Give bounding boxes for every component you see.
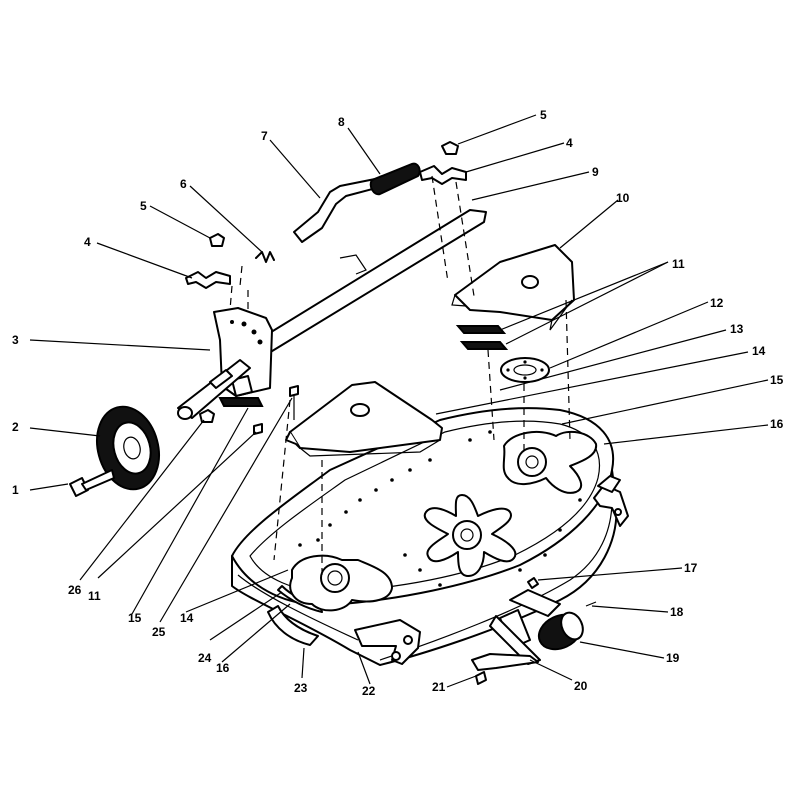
wheel-bracket [177, 233, 299, 435]
callout-labels: 1 2 3 4 4 5 5 6 7 8 9 10 11 11 12 13 14 … [12, 108, 784, 698]
callout-1: 1 [12, 483, 19, 497]
belt-cover-left [285, 381, 443, 457]
callout-5-right: 5 [540, 108, 547, 122]
callout-18: 18 [670, 605, 684, 619]
callout-20: 20 [574, 679, 588, 693]
callout-15-right: 15 [770, 373, 784, 387]
callout-10: 10 [616, 191, 630, 205]
callout-4-right: 4 [566, 136, 573, 150]
callout-21: 21 [432, 680, 446, 694]
callout-25: 25 [152, 625, 166, 639]
callout-11-right: 11 [672, 257, 685, 271]
callout-24: 24 [198, 651, 212, 665]
callout-7: 7 [261, 129, 268, 143]
callout-11-left: 11 [88, 589, 101, 603]
callout-3: 3 [12, 333, 19, 347]
callout-5-left: 5 [140, 199, 147, 213]
belt-cover-right [451, 244, 575, 331]
callout-14-left: 14 [180, 611, 194, 625]
callout-14-right: 14 [752, 344, 766, 358]
lift-handle [249, 141, 487, 357]
callout-26: 26 [68, 583, 82, 597]
callout-9: 9 [592, 165, 599, 179]
callout-19: 19 [666, 651, 680, 665]
callout-17: 17 [684, 561, 698, 575]
callout-2: 2 [12, 420, 19, 434]
washer-plate [500, 357, 550, 383]
callout-16-left: 16 [216, 661, 230, 675]
gauge-wheel [69, 405, 160, 497]
callout-6: 6 [180, 177, 187, 191]
alignment-lines [229, 175, 571, 576]
callout-15-left: 15 [128, 611, 142, 625]
leader-lines [29, 114, 769, 688]
callout-13: 13 [730, 322, 744, 336]
anti-scalp-roller [471, 577, 597, 685]
callout-12: 12 [710, 296, 724, 310]
callout-22: 22 [362, 684, 376, 698]
spacer-pads [455, 325, 509, 350]
callout-23: 23 [294, 681, 308, 695]
callout-8: 8 [338, 115, 345, 129]
callout-4-left: 4 [84, 235, 91, 249]
callout-16-right: 16 [770, 417, 784, 431]
